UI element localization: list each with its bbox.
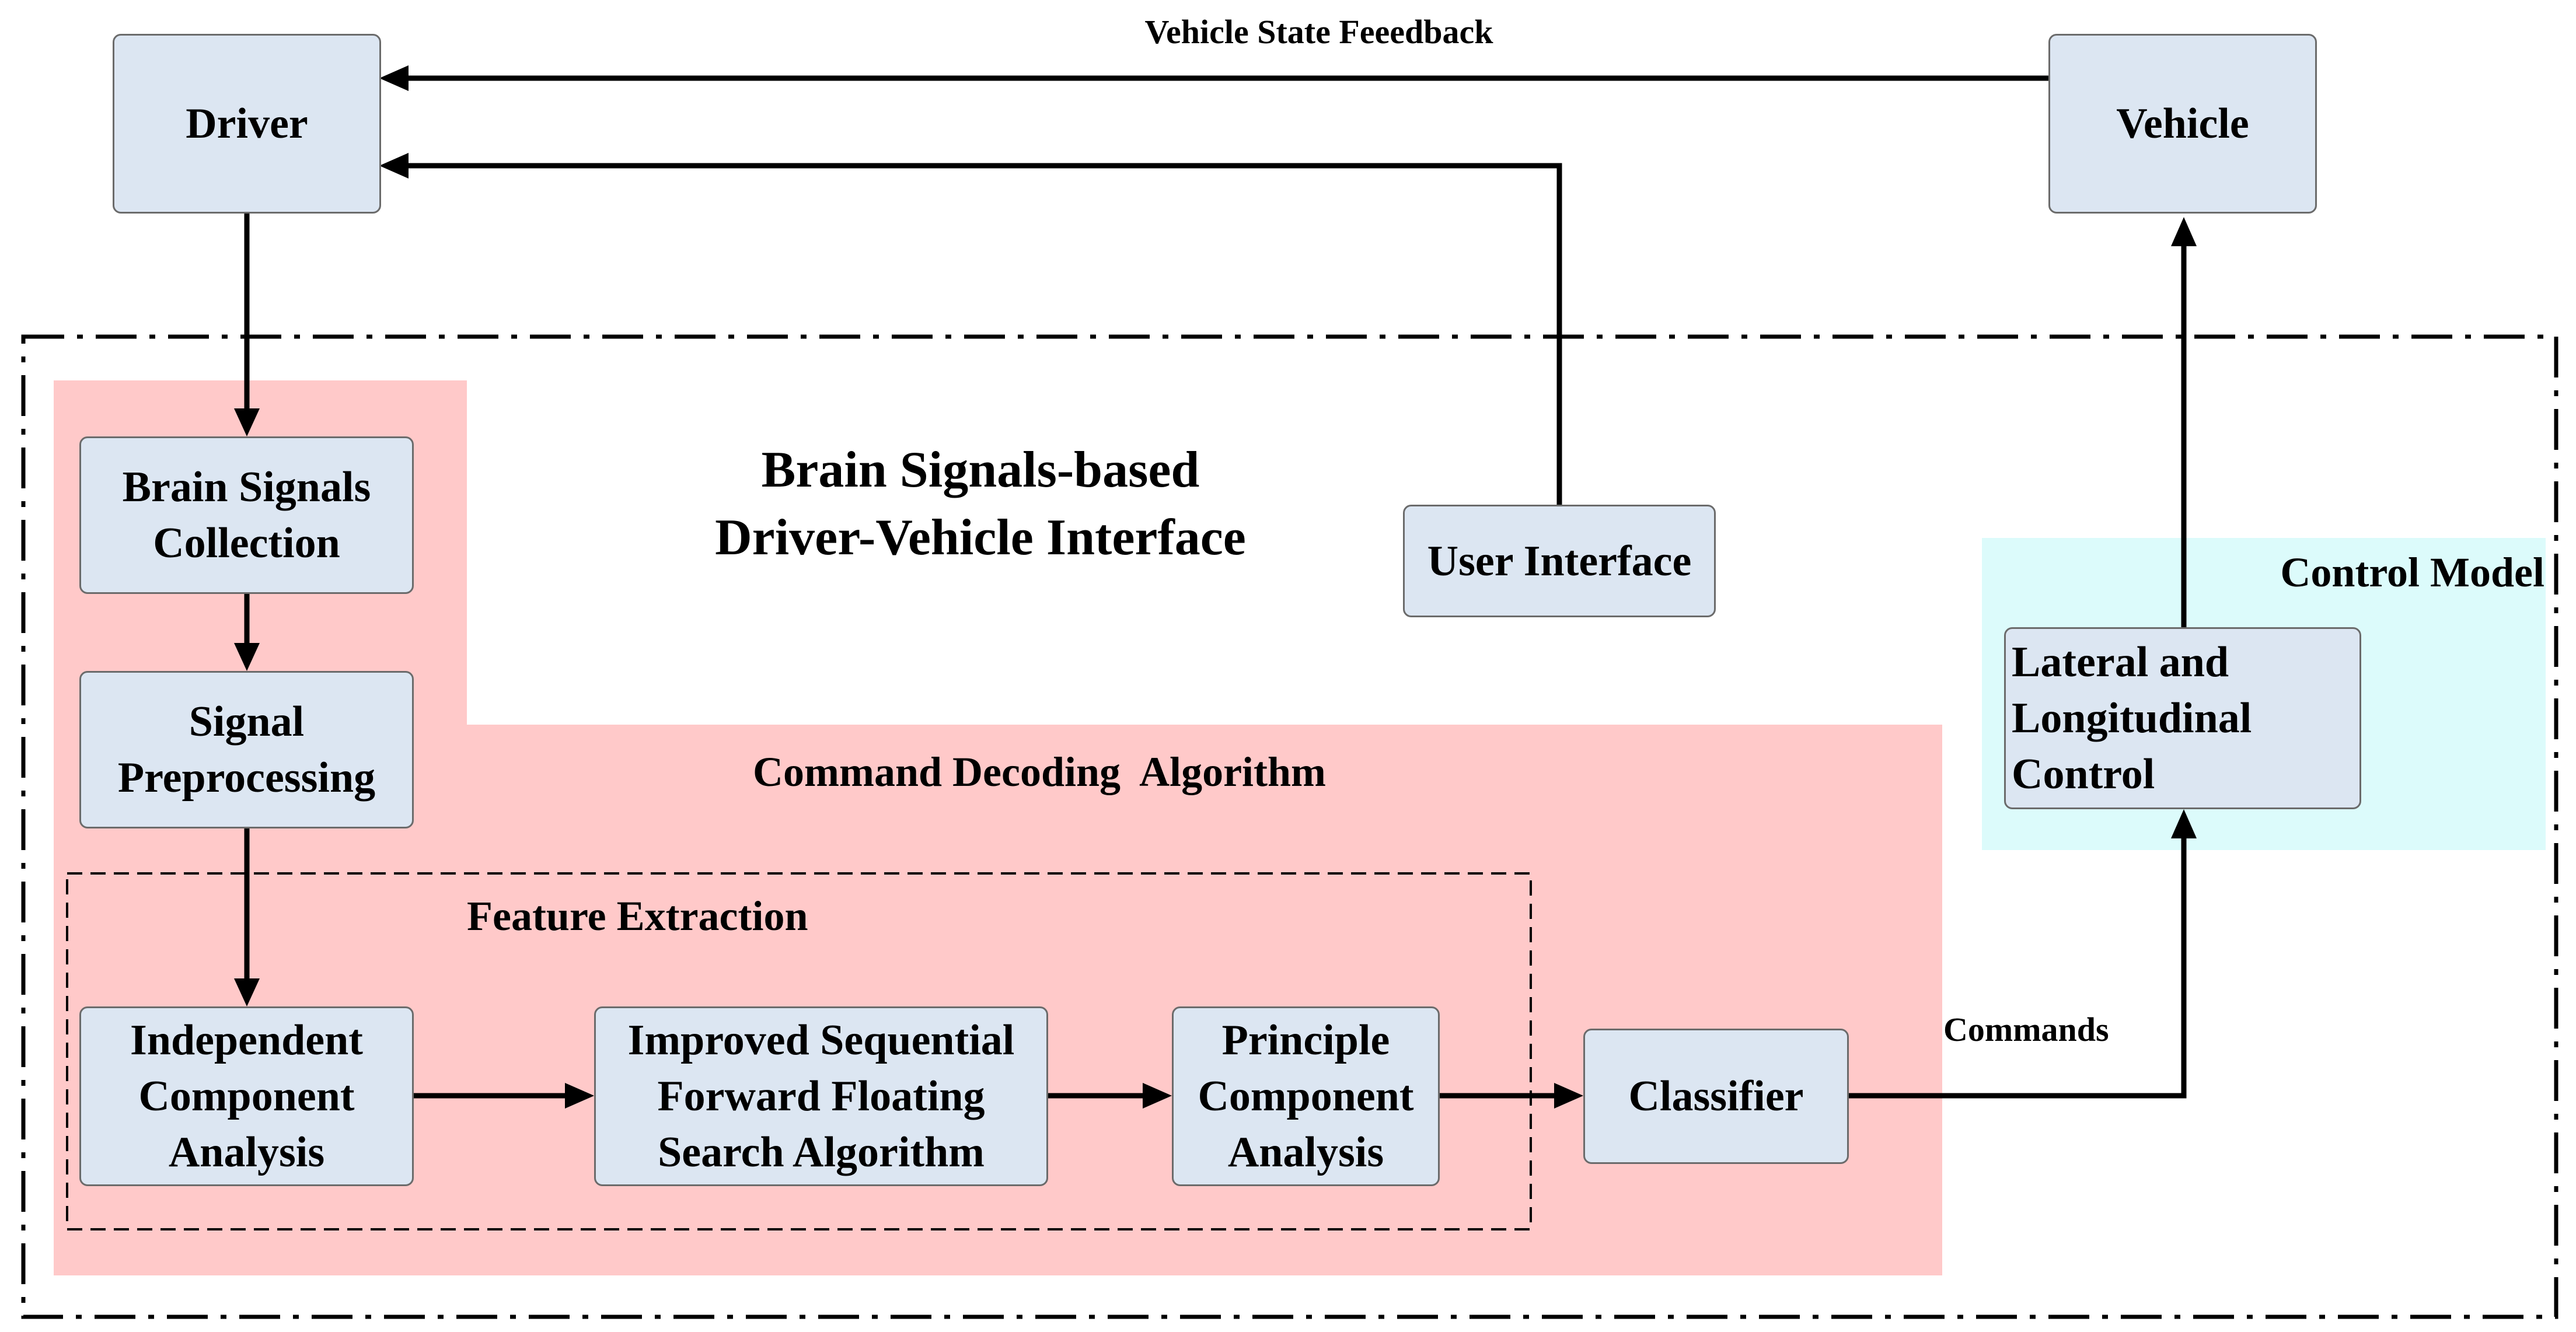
ica-node: Independent Component Analysis bbox=[79, 1006, 414, 1186]
arrow-collection-to-preprocessing bbox=[234, 594, 260, 671]
arrow-driver-to-collection bbox=[234, 214, 260, 436]
classifier-label: Classifier bbox=[1628, 1072, 1804, 1120]
signal-preprocessing-node: Signal Preprocessing bbox=[79, 671, 414, 828]
ica-label: Independent Component Analysis bbox=[130, 1016, 363, 1176]
lateral-longitudinal-control-node: Lateral and Longitudinal Control bbox=[2004, 627, 2361, 809]
pca-node: Principle Component Analysis bbox=[1172, 1006, 1440, 1186]
interface-boundary-frame bbox=[21, 334, 2558, 1319]
arrow-pca-to-classifier bbox=[1440, 1083, 1583, 1109]
feature-extraction-label: Feature Extraction bbox=[467, 893, 808, 939]
arrow-vehicle-to-driver bbox=[379, 65, 2048, 91]
signal-preprocessing-label: Signal Preprocessing bbox=[117, 698, 376, 802]
feedback-label: Vehicle State Feeedback bbox=[1144, 13, 1493, 51]
arrow-ica-to-isffs bbox=[414, 1083, 594, 1109]
feature-extraction-frame bbox=[66, 872, 1532, 1230]
vehicle-label: Vehicle bbox=[2116, 100, 2249, 148]
commands-label: Commands bbox=[1943, 1011, 2109, 1048]
user-interface-node: User Interface bbox=[1403, 505, 1716, 617]
pca-label: Principle Component Analysis bbox=[1198, 1016, 1414, 1176]
user-interface-label: User Interface bbox=[1427, 537, 1692, 585]
isffs-node: Improved Sequential Forward Floating Sea… bbox=[594, 1006, 1048, 1186]
arrow-classifier-to-control bbox=[1849, 809, 2197, 1099]
arrow-preprocessing-to-ica bbox=[234, 828, 260, 1006]
classifier-node: Classifier bbox=[1583, 1029, 1849, 1164]
driver-node: Driver bbox=[113, 34, 381, 214]
main-title: Brain Signals-based Driver-Vehicle Inter… bbox=[715, 442, 1246, 566]
arrow-control-to-vehicle bbox=[2171, 217, 2197, 627]
arrow-ui-to-driver bbox=[379, 153, 1562, 505]
isffs-label: Improved Sequential Forward Floating Sea… bbox=[627, 1016, 1015, 1176]
driver-label: Driver bbox=[186, 100, 308, 148]
decoding-algorithm-label: Command Decoding Algorithm bbox=[753, 749, 1327, 795]
control-model-label: Control Model bbox=[2280, 549, 2544, 596]
lateral-longitudinal-control-label: Lateral and Longitudinal Control bbox=[2012, 638, 2252, 798]
arrow-isffs-to-pca bbox=[1048, 1083, 1172, 1109]
brain-signals-collection-label: Brain Signals Collection bbox=[122, 463, 371, 567]
vehicle-node: Vehicle bbox=[2048, 34, 2317, 214]
brain-signals-collection-node: Brain Signals Collection bbox=[79, 436, 414, 594]
